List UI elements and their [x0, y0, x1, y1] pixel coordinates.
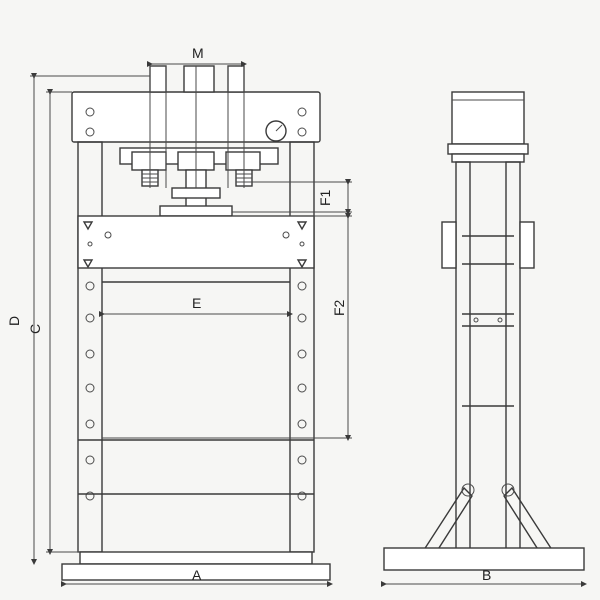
winch-hook-icon [296, 259, 308, 269]
head-hole [85, 107, 95, 117]
left-column [77, 141, 103, 553]
column-holes [85, 281, 307, 501]
head-hole [85, 127, 95, 137]
winch-hook-icon [296, 221, 308, 231]
winch-hook-icon [82, 259, 94, 269]
dim-label-f1: F1 [317, 189, 333, 206]
dim-label-b: B [482, 567, 491, 583]
head-hole [297, 107, 307, 117]
side-bracket-right [519, 221, 535, 269]
side-bracket-left [441, 221, 457, 269]
table-pin [104, 231, 112, 239]
table-pin [299, 241, 305, 247]
dim-label-a: A [192, 567, 202, 583]
top-bolt-center [183, 65, 215, 93]
side-dimensions: B [381, 567, 587, 587]
table-pin [282, 231, 290, 239]
base-plate [79, 551, 313, 565]
head-hole [297, 127, 307, 137]
work-table [77, 215, 315, 269]
side-cylinder-plate [451, 153, 525, 163]
front-view [61, 65, 331, 581]
side-head-base [447, 143, 529, 155]
table-pin [87, 241, 93, 247]
winch-hook-icon [82, 221, 94, 231]
dim-label-m: M [192, 45, 204, 61]
base-foot [61, 563, 331, 581]
top-bolt-right [227, 65, 245, 93]
top-bolt-left [149, 65, 167, 93]
dim-label-f2: F2 [331, 299, 347, 316]
ram-plate [159, 205, 233, 217]
side-view [383, 91, 585, 571]
right-column [289, 141, 315, 553]
front-dimensions: M D C E F1 F2 A [6, 45, 352, 587]
dim-label-d: D [6, 316, 22, 326]
side-base [383, 547, 585, 571]
dim-label-e: E [192, 295, 201, 311]
dim-label-c: C [27, 324, 43, 334]
cylinder-left [131, 151, 167, 171]
cylinder-right [225, 151, 261, 171]
ram-collar [171, 187, 221, 199]
